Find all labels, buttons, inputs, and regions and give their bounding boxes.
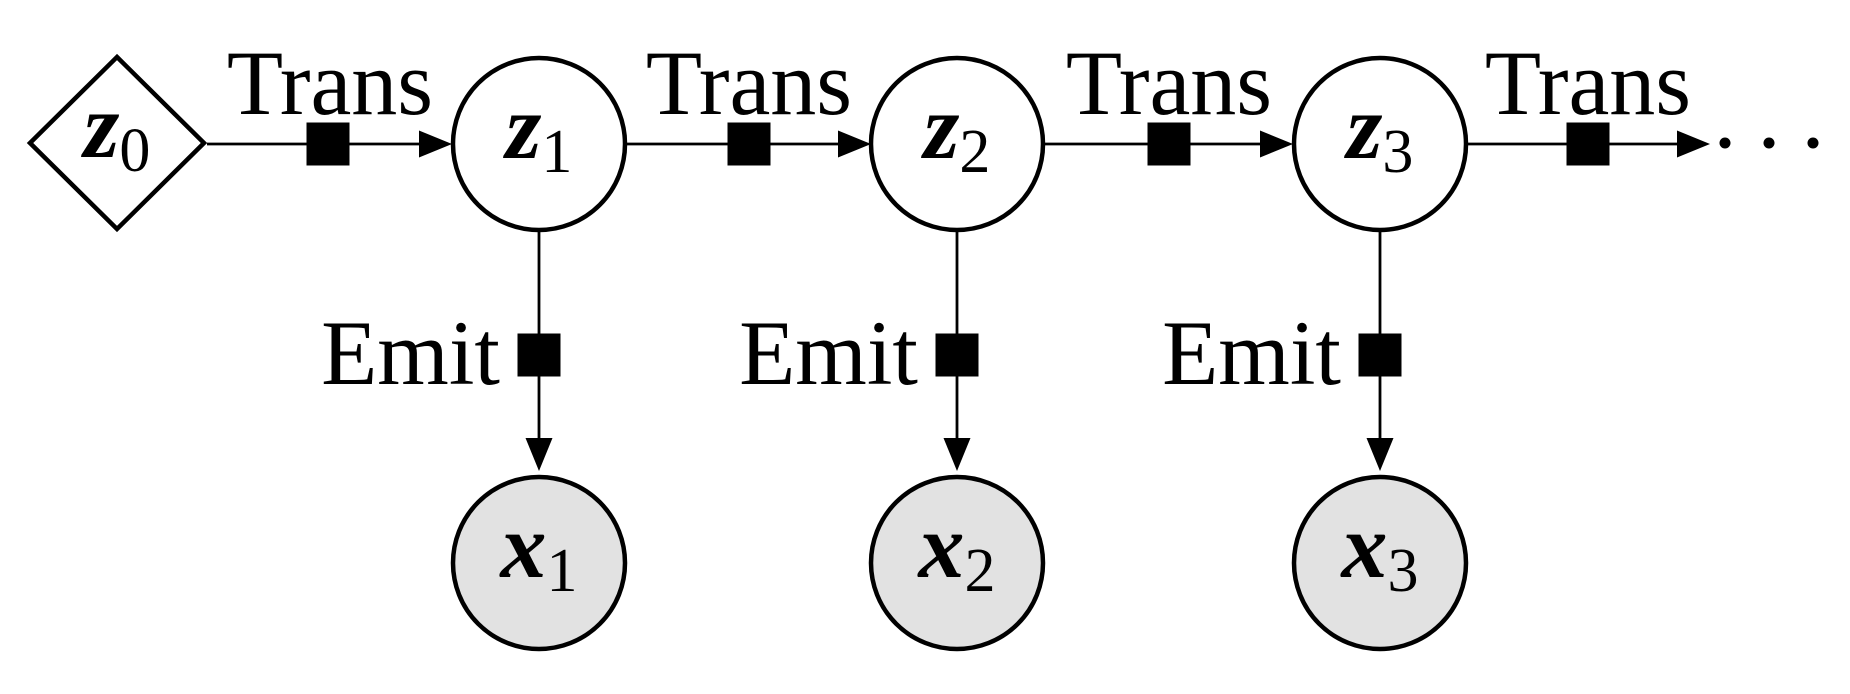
ellipsis-dot	[1763, 137, 1775, 149]
emit-factor-square-1	[517, 333, 561, 377]
node-x1-subscript: 1	[547, 537, 578, 605]
trans-label-1: Trans	[227, 32, 433, 134]
emit-label-3: Emit	[1162, 302, 1341, 404]
arrowhead-icon	[525, 438, 553, 471]
arrowhead-icon	[419, 130, 452, 158]
node-z0-diamond	[26, 53, 208, 233]
node-x1-symbol: x	[499, 495, 547, 597]
node-z3-symbol: z	[1344, 76, 1383, 178]
node-z0-label: z0	[81, 75, 151, 185]
ellipsis-icon	[1719, 137, 1819, 149]
node-z2-subscript: 2	[959, 118, 990, 186]
trans-factor-square-4	[1566, 122, 1610, 166]
trans-factor-square-2	[727, 122, 771, 166]
node-x3-circle	[1291, 474, 1469, 652]
emit-label-2: Emit	[739, 302, 918, 404]
node-z1-circle	[450, 55, 628, 233]
node-x3: x3	[1291, 474, 1469, 652]
arrowhead-icon	[838, 130, 871, 158]
node-z2-symbol: z	[921, 76, 960, 178]
node-z0: z0	[26, 53, 208, 233]
emit-factor-square-3	[1358, 333, 1402, 377]
trans-label-2: Trans	[646, 32, 852, 134]
trans-factor-square-3	[1147, 122, 1191, 166]
transition-edge-3: Trans	[1043, 32, 1293, 166]
emission-edge-3: Emit	[1162, 230, 1402, 471]
node-x2-circle	[868, 474, 1046, 652]
node-z0-subscript: 0	[119, 117, 150, 185]
node-x3-label: x3	[1340, 495, 1419, 605]
node-z2-circle	[868, 55, 1046, 233]
emit-factor-square-2	[935, 333, 979, 377]
node-z1: z1	[450, 55, 628, 233]
node-z3-circle	[1291, 55, 1469, 233]
arrowhead-icon	[1366, 438, 1394, 471]
arrowhead-icon	[1677, 130, 1710, 158]
node-z3: z3	[1291, 55, 1469, 233]
node-z2-label: z2	[921, 76, 991, 186]
arrowhead-icon	[943, 438, 971, 471]
arrowhead-icon	[1260, 130, 1293, 158]
node-x2-label: x2	[917, 495, 996, 605]
node-z1-subscript: 1	[541, 118, 572, 186]
transition-edge-2: Trans	[625, 32, 871, 166]
node-z1-symbol: z	[503, 76, 542, 178]
node-z0-symbol: z	[81, 75, 120, 177]
trans-label-3: Trans	[1066, 32, 1272, 134]
node-x1-label: x1	[499, 495, 578, 605]
node-x2-subscript: 2	[965, 537, 996, 605]
node-x2: x2	[868, 474, 1046, 652]
transition-edge-4: Trans	[1466, 32, 1710, 166]
trans-factor-square-1	[306, 122, 350, 166]
emission-edge-2: Emit	[739, 230, 979, 471]
ellipsis-dot	[1719, 137, 1731, 149]
node-x1-circle	[450, 474, 628, 652]
node-z1-label: z1	[503, 76, 573, 186]
emit-label-1: Emit	[321, 302, 500, 404]
node-z3-label: z3	[1344, 76, 1414, 186]
ellipsis-dot	[1807, 137, 1819, 149]
node-x3-subscript: 3	[1388, 537, 1419, 605]
trans-label-4: Trans	[1485, 32, 1691, 134]
node-x3-symbol: x	[1340, 495, 1388, 597]
node-x1: x1	[450, 474, 628, 652]
emission-edge-1: Emit	[321, 230, 561, 471]
node-z2: z2	[868, 55, 1046, 233]
node-z3-subscript: 3	[1382, 118, 1413, 186]
transition-edge-1: Trans	[207, 32, 452, 166]
node-x2-symbol: x	[917, 495, 965, 597]
